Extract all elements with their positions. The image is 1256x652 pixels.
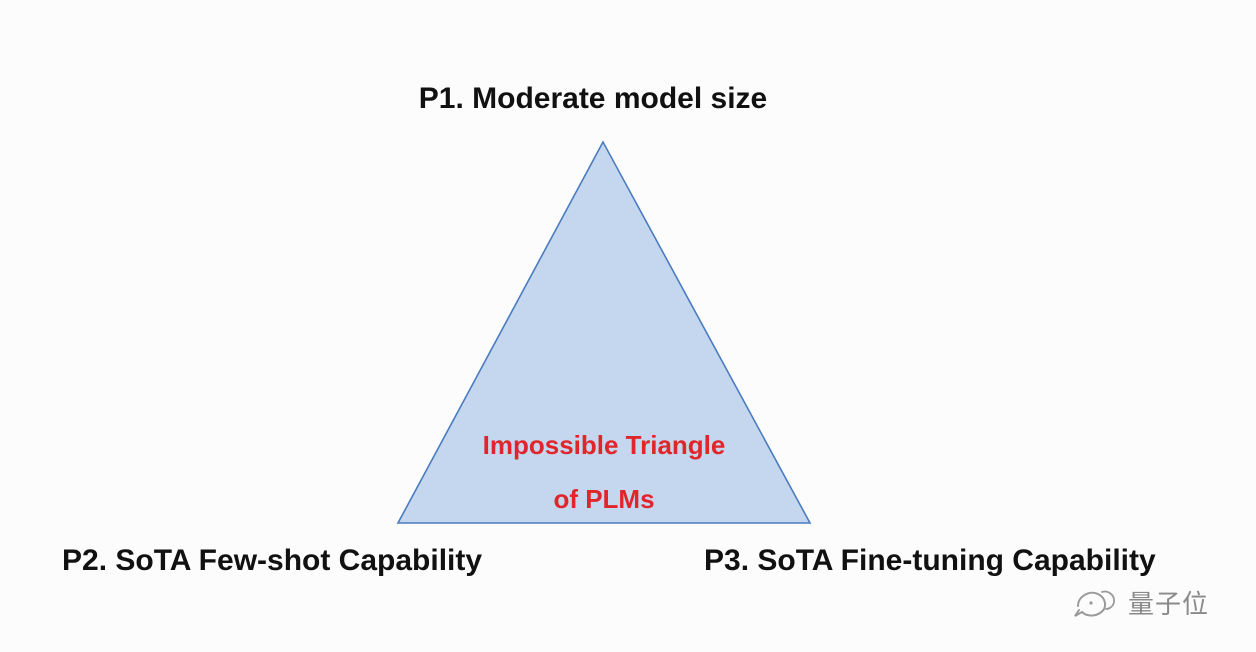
triangle-center-label: Impossible Triangle of PLMs (444, 418, 764, 526)
impossible-triangle (396, 140, 812, 524)
center-label-line-1: Impossible Triangle (482, 430, 726, 460)
watermark-text: 量子位 (1128, 590, 1210, 620)
vertex-label-p1: P1. Moderate model size (418, 82, 768, 115)
vertex-label-p2: P2. SoTA Few-shot Capability (62, 544, 483, 577)
wechat-bubble-icon (1074, 590, 1115, 617)
vertex-label-p3: P3. SoTA Fine-tuning Capability (704, 544, 1156, 577)
watermark: 量子位 (1072, 584, 1209, 621)
center-label-line-2: of PLMs (553, 484, 655, 514)
